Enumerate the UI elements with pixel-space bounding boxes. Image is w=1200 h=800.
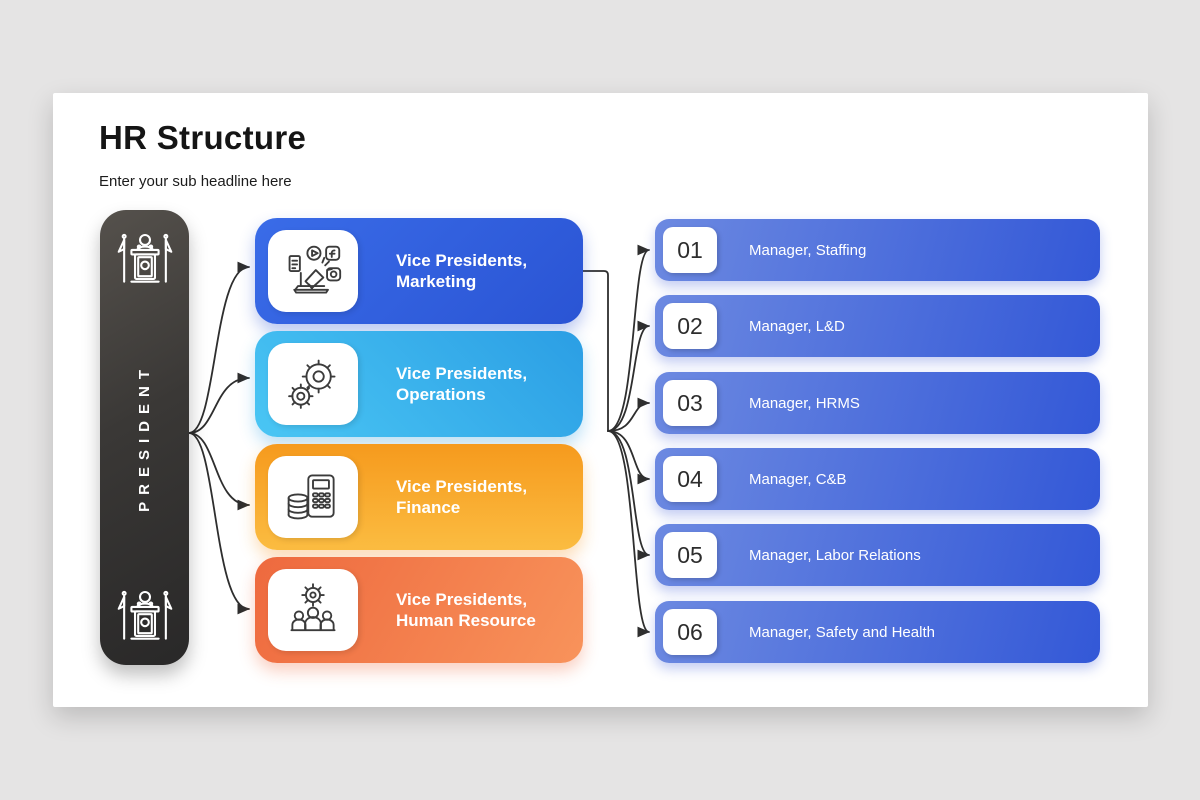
manager-number-badge: 03	[663, 380, 717, 426]
manager-number-badge: 06	[663, 609, 717, 655]
manager-label: Manager, L&D	[749, 317, 845, 335]
vp-label: Vice Presidents, Operations	[396, 364, 528, 404]
calculator-coins-icon	[287, 474, 335, 520]
vp-icon-tile	[268, 343, 358, 425]
manager-label: Manager, Safety and Health	[749, 623, 935, 641]
podium-icon	[117, 233, 172, 283]
podium-icon	[117, 590, 172, 640]
page-subtitle: Enter your sub headline here	[99, 173, 292, 190]
slide: HR Structure Enter your sub headline her…	[53, 93, 1148, 707]
manager-number-badge: 04	[663, 456, 717, 502]
vp-icon-tile	[268, 569, 358, 651]
vp-marketing-box: Vice Presidents, Marketing	[255, 218, 583, 324]
manager-row-labor-relations: 05 Manager, Labor Relations	[655, 524, 1100, 586]
team-gear-icon	[290, 583, 336, 632]
manager-label: Manager, Labor Relations	[749, 546, 921, 564]
vp-icon-tile	[268, 230, 358, 312]
manager-row-staffing: 01 Manager, Staffing	[655, 219, 1100, 281]
gears-icon	[288, 359, 336, 409]
president-label: PRESIDENT	[136, 363, 153, 512]
manager-row-hrms: 03 Manager, HRMS	[655, 372, 1100, 434]
manager-row-ld: 02 Manager, L&D	[655, 295, 1100, 357]
vp-label: Vice Presidents, Marketing	[396, 251, 528, 291]
page-title: HR Structure	[99, 119, 307, 156]
vp-label: Vice Presidents, Human Resource	[396, 590, 536, 630]
vp-human-resource-box: Vice Presidents, Human Resource	[255, 557, 583, 663]
marketing-icon	[288, 245, 342, 294]
vp-finance-box: Vice Presidents, Finance	[255, 444, 583, 550]
vp-operations-box: Vice Presidents, Operations	[255, 331, 583, 437]
manager-row-cb: 04 Manager, C&B	[655, 448, 1100, 510]
manager-label: Manager, Staffing	[749, 241, 867, 259]
manager-row-safety-health: 06 Manager, Safety and Health	[655, 601, 1100, 663]
vp-icon-tile	[268, 456, 358, 538]
president-node: PRESIDENT	[100, 210, 189, 665]
vp-label: Vice Presidents, Finance	[396, 477, 528, 517]
manager-label: Manager, HRMS	[749, 394, 860, 412]
manager-number-badge: 01	[663, 227, 717, 273]
manager-number-badge: 05	[663, 532, 717, 578]
manager-label: Manager, C&B	[749, 470, 847, 488]
manager-number-badge: 02	[663, 303, 717, 349]
